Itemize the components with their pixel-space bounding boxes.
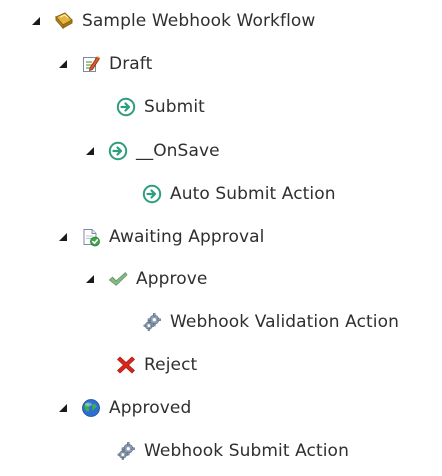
tree-node-auto-submit-action[interactable]: Auto Submit Action bbox=[142, 180, 336, 208]
tree-node-label: Approve bbox=[136, 269, 208, 289]
tree-node-label: Auto Submit Action bbox=[170, 184, 336, 204]
approval-document-icon bbox=[81, 227, 101, 247]
red-x-icon bbox=[116, 355, 136, 375]
gears-icon bbox=[116, 441, 136, 461]
expand-toggle-icon[interactable] bbox=[84, 273, 96, 285]
arrow-circle-icon bbox=[142, 184, 162, 204]
tree-node-label: Awaiting Approval bbox=[109, 227, 265, 247]
tree-node-root[interactable]: Sample Webhook Workflow bbox=[30, 7, 315, 35]
checkmark-icon bbox=[108, 269, 128, 289]
tree-node-label: Sample Webhook Workflow bbox=[82, 11, 316, 31]
tree-node-awaiting-approval[interactable]: Awaiting Approval bbox=[57, 223, 264, 251]
expand-toggle-icon[interactable] bbox=[57, 402, 69, 414]
tree-node-label: Draft bbox=[109, 54, 153, 74]
tree-node-submit[interactable]: Submit bbox=[116, 93, 205, 121]
tree-node-label: Submit bbox=[144, 97, 205, 117]
draft-state-icon bbox=[81, 54, 101, 74]
tree-node-approve[interactable]: Approve bbox=[84, 265, 207, 293]
arrow-circle-icon bbox=[116, 97, 136, 117]
tree-node-reject[interactable]: Reject bbox=[116, 351, 197, 379]
expand-toggle-icon[interactable] bbox=[57, 58, 69, 70]
tree-node-onsave[interactable]: __OnSave bbox=[84, 137, 220, 165]
tree-node-label: __OnSave bbox=[136, 141, 220, 161]
arrow-circle-icon bbox=[108, 141, 128, 161]
tree-node-draft[interactable]: Draft bbox=[57, 50, 152, 78]
expand-toggle-icon[interactable] bbox=[57, 231, 69, 243]
expand-toggle-icon[interactable] bbox=[30, 15, 42, 27]
globe-icon bbox=[81, 398, 101, 418]
tree-node-label: Webhook Submit Action bbox=[144, 441, 349, 461]
tree-node-webhook-validation-action[interactable]: Webhook Validation Action bbox=[142, 308, 399, 336]
gears-icon bbox=[142, 312, 162, 332]
tree-node-label: Webhook Validation Action bbox=[170, 312, 399, 332]
tree-node-label: Reject bbox=[144, 355, 198, 375]
tree-node-approved[interactable]: Approved bbox=[57, 394, 191, 422]
tree-node-webhook-submit-action[interactable]: Webhook Submit Action bbox=[116, 437, 349, 465]
tree-node-label: Approved bbox=[109, 398, 192, 418]
workflow-icon bbox=[54, 11, 74, 31]
expand-toggle-icon[interactable] bbox=[84, 145, 96, 157]
